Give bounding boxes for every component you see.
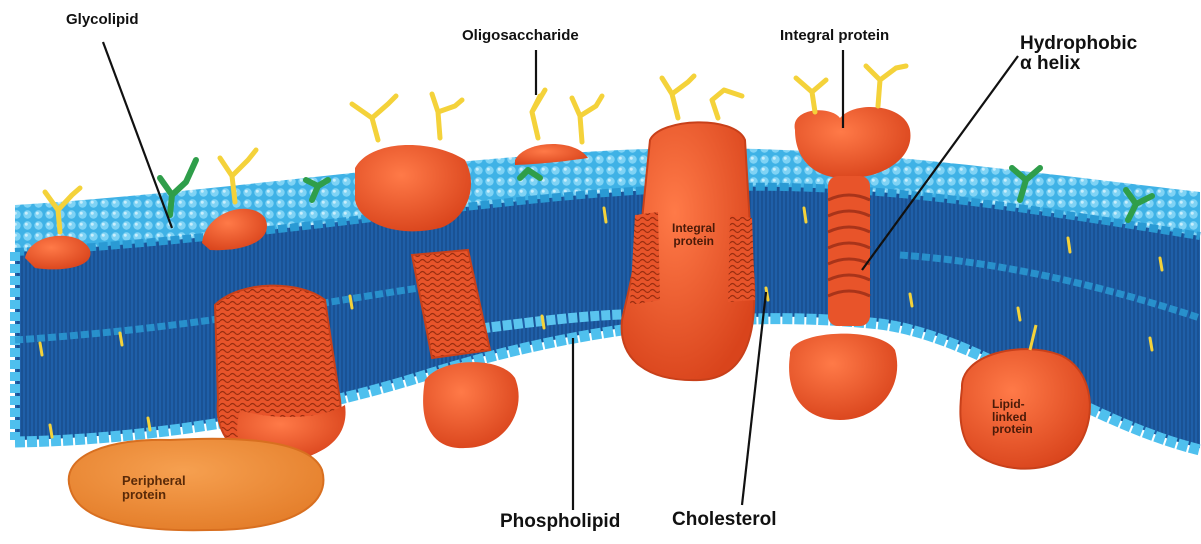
label-integral-protein-inner: Integral protein bbox=[672, 222, 715, 247]
peripheral-protein bbox=[69, 439, 324, 531]
label-peripheral-protein: Peripheral protein bbox=[122, 474, 186, 501]
label-hydrophobic: Hydrophobic α helix bbox=[1020, 34, 1137, 74]
label-integral-protein-top: Integral protein bbox=[780, 28, 889, 44]
label-peripheral-line1: Peripheral bbox=[122, 474, 186, 488]
label-lipid-linked-line3: protein bbox=[992, 423, 1033, 436]
label-phospholipid: Phospholipid bbox=[500, 512, 620, 532]
label-peripheral-line2: protein bbox=[122, 488, 186, 502]
label-lipid-linked-protein: Lipid- linked protein bbox=[992, 398, 1033, 436]
label-hydrophobic-line2: α helix bbox=[1020, 54, 1137, 74]
label-glycolipid: Glycolipid bbox=[66, 12, 139, 28]
label-lipid-linked-line1: Lipid- bbox=[992, 398, 1033, 411]
label-oligosaccharide: Oligosaccharide bbox=[462, 28, 579, 44]
label-hydrophobic-line1: Hydrophobic bbox=[1020, 34, 1137, 54]
label-integral-inner-line1: Integral bbox=[672, 222, 715, 235]
transmembrane-protein-left bbox=[215, 286, 346, 461]
label-integral-inner-line2: protein bbox=[672, 235, 715, 248]
label-cholesterol: Cholesterol bbox=[672, 510, 777, 530]
